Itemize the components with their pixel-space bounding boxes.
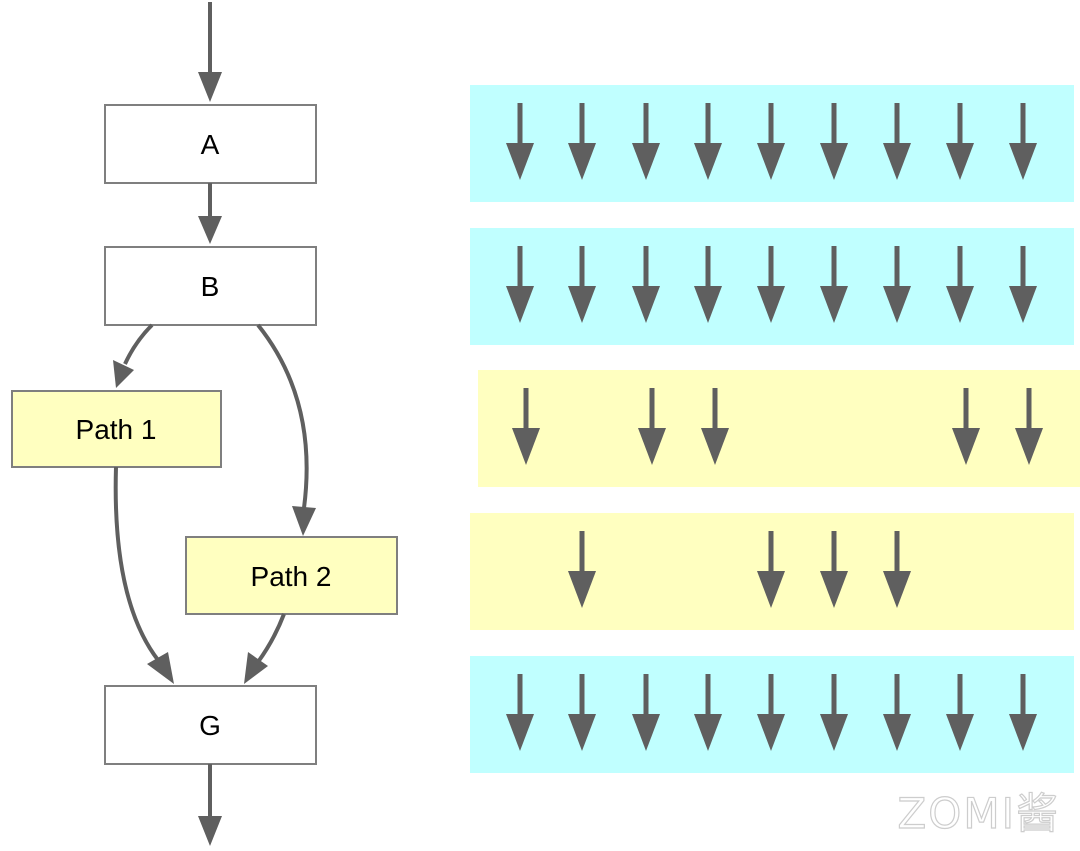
node-path2-label: Path 2 [251,561,332,592]
b-to-path2-arrow-shaft [256,323,309,509]
thread-arrow-head [632,286,660,323]
entry-arrow-head [198,72,222,102]
thread-arrow-head [1015,428,1043,465]
flow-graph: A B Path 1 Path 2 G [11,2,398,846]
thread-arrow-head [568,571,596,608]
b-to-path1-arrow-shaft [123,323,154,365]
thread-arrow-head [1009,286,1037,323]
watermark-logo: ZOMI酱 [897,788,1060,838]
path1-to-g-arrow-head [147,652,174,684]
thread-arrow-head [506,143,534,180]
thread-arrow-head [638,428,666,465]
thread-arrow-head [757,571,785,608]
thread-arrow-head [883,286,911,323]
thread-arrow-head [1009,714,1037,751]
thread-arrow-head [1009,143,1037,180]
thread-arrow-head [694,143,722,180]
node-b [104,246,317,326]
thread-arrow-head [883,571,911,608]
thread-arrow-head [568,143,596,180]
thread-arrow-head [883,714,911,751]
thread-arrow-head [701,428,729,465]
thread-arrow-head [506,286,534,323]
thread-arrow-head [820,143,848,180]
thread-arrow-head [632,143,660,180]
thread-arrow-head [946,714,974,751]
node-g-label: G [199,710,221,741]
node-path2 [185,536,398,615]
thread-lanes [470,85,1080,773]
b-to-path1-arrow-head [113,360,134,388]
thread-arrow-head [512,428,540,465]
exit-arrow-head [198,816,222,846]
node-g [104,685,317,765]
node-path1-label: Path 1 [76,414,157,445]
thread-arrow-head [694,714,722,751]
thread-arrow-head [820,286,848,323]
thread-arrow-head [883,143,911,180]
thread-arrow-head [568,714,596,751]
path2-to-g-arrow-head [244,652,268,684]
node-path1 [11,390,222,468]
a-to-b-arrow-head [198,216,222,244]
thread-arrow-head [694,286,722,323]
thread-arrow-head [757,143,785,180]
lane-3 [478,370,1080,487]
thread-arrow-head [506,714,534,751]
thread-arrow-head [820,571,848,608]
thread-arrow-head [946,143,974,180]
thread-arrow-head [952,428,980,465]
thread-arrow-head [946,286,974,323]
path1-to-g-arrow-shaft [113,466,160,662]
node-a-label: A [201,129,220,160]
thread-arrow-head [757,714,785,751]
path2-to-g-arrow-shaft [256,613,286,664]
node-b-label: B [201,271,220,302]
thread-arrow-head [632,714,660,751]
thread-arrow-head [820,714,848,751]
b-to-path2-arrow-head [292,506,316,536]
thread-arrow-head [757,286,785,323]
thread-arrow-head [568,286,596,323]
